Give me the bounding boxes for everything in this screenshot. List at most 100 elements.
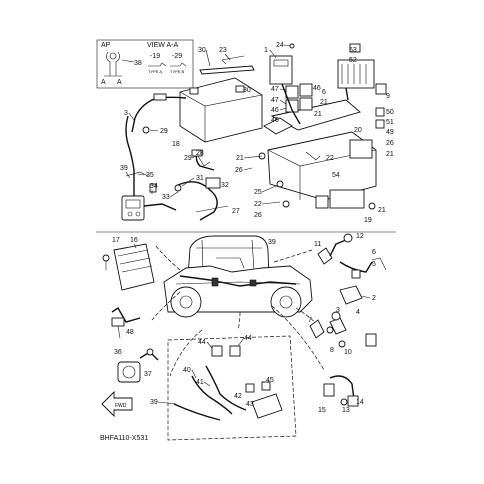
part-label-21a: 21 (320, 99, 328, 106)
battery-negative-lead (131, 96, 187, 133)
battery-band (199, 65, 255, 75)
part-label-8: 8 (330, 347, 334, 354)
part-label-26b: 26 (235, 167, 243, 174)
clip-50 (375, 107, 385, 117)
part-label-43: 43 (246, 401, 254, 408)
part-label-53: 53 (349, 47, 357, 54)
battery-terminal-positive (235, 85, 245, 93)
type-b-label: TYPE B (170, 69, 185, 74)
type-a-clip-icon (148, 62, 167, 67)
battery-tray-frame (258, 55, 377, 210)
control-box-43 (251, 393, 283, 419)
part-label-34: 34 (150, 183, 158, 190)
sensor-11 (317, 247, 333, 265)
right-parts-group (309, 233, 387, 407)
lead-6 (339, 261, 373, 273)
sensor-15 (323, 383, 335, 397)
part-label-21e: 21 (378, 207, 386, 214)
part-label-48: 48 (126, 329, 134, 336)
bolt-17 (102, 254, 110, 262)
vehicle-harness (179, 275, 297, 287)
part-label-32: 32 (221, 182, 229, 189)
clip-53 (349, 43, 361, 53)
type-b-clip-icon (170, 62, 187, 67)
part-label-18: 18 (172, 141, 180, 148)
lead-13 (329, 375, 355, 401)
sensor-48-group (111, 307, 141, 339)
cap-5 (351, 269, 361, 279)
part-label-33: 33 (162, 194, 170, 201)
part-label-3: 3 (124, 110, 128, 117)
part-label-12: 12 (356, 233, 364, 240)
part-label-11: 11 (314, 241, 321, 248)
part-label-19: 19 (364, 217, 372, 224)
connector-45 (261, 381, 271, 391)
part-label-47b: 47 (271, 97, 279, 104)
o-ring-3 (331, 311, 341, 321)
part-label-46b: 46 (271, 117, 279, 124)
inset-part-19: -19 (150, 53, 160, 60)
part-label-52: 52 (349, 57, 357, 64)
starter-relay-group (121, 115, 177, 221)
sensor-7 (309, 319, 325, 339)
sub-harness-41 (205, 365, 247, 411)
part-label-22b: 22 (254, 201, 262, 208)
part-label-10: 10 (344, 349, 352, 356)
relay-46a (285, 85, 299, 99)
starter-cable (125, 115, 135, 200)
sensor-14 (347, 395, 359, 407)
battery-strap (221, 55, 245, 65)
part-label-36: 36 (114, 349, 122, 356)
part-label-23: 23 (219, 47, 227, 54)
sensor-36-group (117, 348, 159, 383)
fuse-box-1 (269, 55, 293, 85)
part-label-15: 15 (318, 407, 326, 414)
bolt-13 (340, 398, 348, 406)
battery-assembly (131, 55, 263, 171)
fwd-label: FWD (115, 403, 127, 409)
part-label-39c: 39 (150, 399, 158, 406)
part-label-9: 9 (386, 93, 390, 100)
inset-view-label: VIEW A-A (147, 42, 178, 49)
part-label-27: 27 (232, 208, 240, 215)
relay-47b (299, 97, 313, 111)
part-label-21c: 21 (386, 151, 394, 158)
rear-wheel (270, 286, 302, 318)
relay-fuse (149, 183, 157, 193)
part-label-40: 40 (183, 367, 191, 374)
part-label-29a: 29 (160, 128, 168, 135)
battery (179, 77, 263, 143)
part-label-31: 31 (196, 175, 204, 182)
type-a-label: TYPE A (148, 69, 162, 74)
inset-part-29: -29 (172, 53, 182, 60)
part-label-26c: 26 (254, 212, 262, 219)
fwd-arrow-icon (101, 390, 133, 418)
vehicle-outline (163, 235, 313, 318)
part-label-39a: 39 (120, 165, 128, 172)
part-label-1: 1 (264, 47, 268, 54)
part-label-47a: 47 (271, 86, 279, 93)
inset-part-38: 38 (134, 60, 142, 67)
part-label-14: 14 (356, 399, 364, 406)
part-label-28: 28 (196, 150, 204, 157)
part-label-4: 4 (356, 309, 360, 316)
clip-tool-icon (106, 51, 120, 76)
part-label-25: 25 (254, 189, 262, 196)
sensor-10 (365, 333, 377, 347)
part-label-30a: 30 (198, 47, 206, 54)
part-label-5: 5 (372, 261, 376, 268)
part-label-20: 20 (354, 127, 362, 134)
regulator-group (337, 43, 387, 129)
part-label-30b: 30 (243, 87, 251, 94)
part-label-44a: 44 (198, 339, 206, 346)
part-label-6b: 6 (372, 249, 376, 256)
diagram-code: BHFA110-X531 (100, 435, 148, 442)
part-label-21b: 21 (314, 111, 322, 118)
part-label-37: 37 (144, 371, 152, 378)
part-label-7: 7 (308, 317, 312, 324)
part-label-26a: 26 (386, 140, 394, 147)
connector-9 (375, 83, 387, 95)
fwd-arrow-group: FWD (101, 390, 133, 418)
ignition-coil-2 (339, 285, 363, 305)
ecu-group (102, 243, 155, 291)
